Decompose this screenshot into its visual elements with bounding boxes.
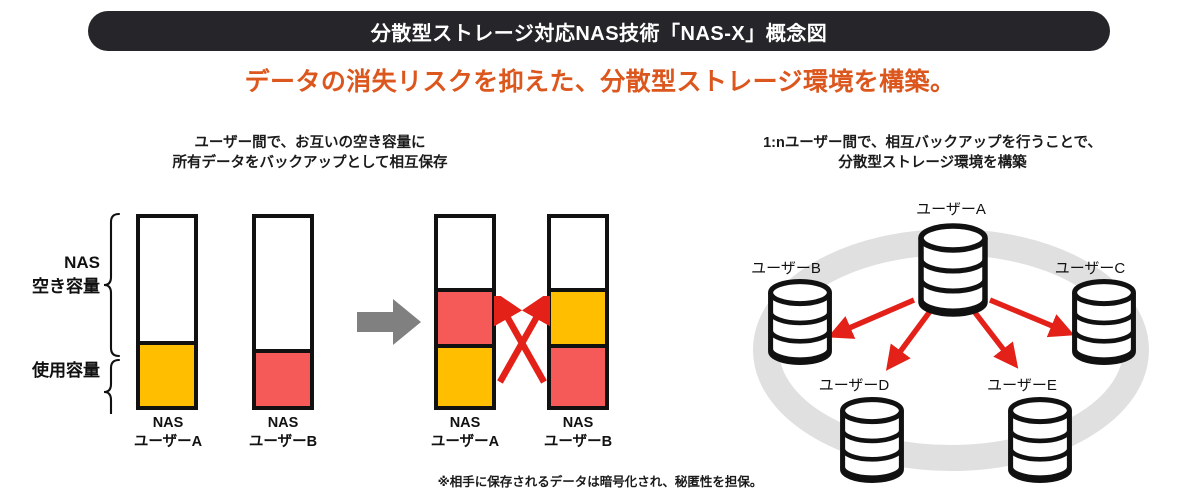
node-label-user-c: ユーザーC (1054, 260, 1126, 277)
db-cylinder-user-e-icon (1011, 400, 1070, 481)
node-label-user-d: ユーザーD (818, 377, 890, 394)
arrow-a-to-b (827, 297, 916, 339)
capacity-bar-after-user-b (547, 214, 609, 410)
bar-segment-free (551, 218, 605, 289)
free-capacity-label-line-2: 空き容量 (32, 277, 100, 296)
left-panel-footnote: ※相手に保存されるデータは暗号化され、秘匿性を担保。 (437, 475, 763, 489)
bar-segment-free (438, 218, 492, 289)
free-capacity-label: NAS 空き容量 (0, 251, 100, 299)
bar-segment-used-own (140, 341, 194, 406)
left-caption-line-1: ユーザー間で、お互いの空き容量に (194, 135, 426, 151)
distributed-network-diagram (753, 192, 1149, 492)
free-capacity-label-line-1: NAS (64, 253, 100, 272)
bar-label-after-user-a: NAS ユーザーA (400, 414, 530, 452)
capacity-bar-before-user-b (252, 214, 314, 410)
node-label-user-a: ユーザーA (916, 201, 986, 218)
bar-label-line-1: NAS (267, 415, 299, 431)
used-capacity-label: 使用容量 (32, 361, 100, 380)
bar-label-before-user-b: NAS ユーザーB (218, 414, 348, 452)
bar-label-line-2: ユーザーA (430, 434, 500, 450)
capacity-bar-after-user-a (434, 214, 496, 410)
bar-segment-backup-of-a (551, 288, 605, 345)
db-cylinder-user-c-icon (1075, 282, 1134, 363)
arrow-shape (357, 299, 421, 345)
right-caption-line-2: 分散型ストレージ環境を構築 (838, 155, 1027, 171)
capacity-braces (103, 212, 121, 414)
arrow-a-to-c (988, 297, 1075, 338)
bar-segment-used-own (551, 344, 605, 406)
used-capacity-brace (103, 358, 121, 414)
bar-segment-backup-of-b (438, 288, 492, 345)
bar-segment-free (256, 218, 310, 349)
bar-label-line-2: ユーザーB (248, 434, 318, 450)
page-subtitle: データの消失リスクを抑えた、分散型ストレージ環境を構築。 (244, 68, 956, 96)
bar-segment-free (140, 218, 194, 342)
bar-label-line-2: ユーザーB (543, 434, 613, 450)
right-caption-line-1: 1:nユーザー間で、相互バックアップを行うことで、 (763, 135, 1102, 151)
title-banner: 分散型ストレージ対応NAS技術「NAS-X」概念図 (88, 11, 1110, 51)
right-block-arrow-icon (357, 299, 421, 345)
db-cylinder-user-b-icon (771, 282, 830, 363)
bar-label-line-1: NAS (152, 415, 184, 431)
bar-segment-used-own (256, 348, 310, 406)
left-caption-line-2: 所有データをバックアップとして相互保存 (172, 155, 448, 171)
left-panel-caption: ユーザー間で、お互いの空き容量に 所有データをバックアップとして相互保存 (110, 133, 510, 173)
db-cylinder-user-a-icon (921, 226, 985, 314)
db-cylinder-user-d-icon (843, 400, 902, 481)
node-label-user-e: ユーザーE (987, 377, 1057, 394)
bar-label-after-user-b: NAS ユーザーB (513, 414, 643, 452)
bar-label-line-1: NAS (449, 415, 481, 431)
capacity-bar-before-user-a (136, 214, 198, 410)
bar-label-before-user-a: NAS ユーザーA (103, 414, 233, 452)
arrow-a-to-d (885, 308, 934, 371)
arrow-a-to-b (497, 296, 550, 384)
bar-segment-used-own (438, 344, 492, 406)
page-title: 分散型ストレージ対応NAS技術「NAS-X」概念図 (370, 22, 828, 45)
bar-label-line-2: ユーザーA (133, 434, 203, 450)
bar-label-line-1: NAS (562, 415, 594, 431)
right-panel-caption: 1:nユーザー間で、相互バックアップを行うことで、 分散型ストレージ環境を構築 (705, 133, 1160, 173)
arrow-a-to-e (970, 308, 1019, 369)
free-capacity-brace (103, 212, 121, 358)
red-cross-arrows-icon (494, 296, 550, 384)
node-label-user-b: ユーザーB (751, 260, 821, 277)
